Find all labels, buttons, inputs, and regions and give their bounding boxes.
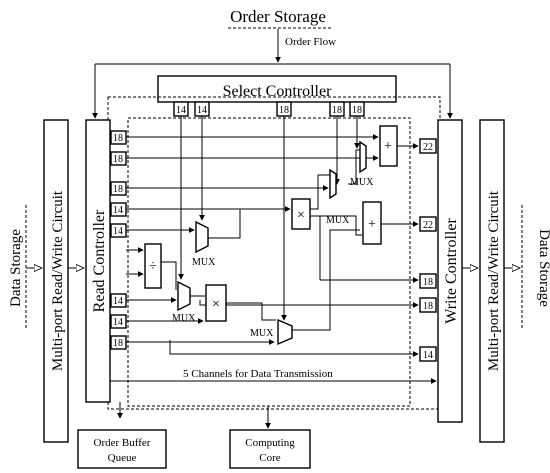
mux-label: MUX — [192, 257, 216, 268]
mux-2 — [329, 168, 337, 200]
left-port-label: 18 — [113, 338, 123, 349]
mux-4 — [177, 280, 191, 312]
order-storage-title: Order Storage — [230, 7, 326, 26]
data-storage-right-label: Data Storage — [536, 229, 550, 307]
mux-3 — [195, 220, 209, 254]
left-port-label: 14 — [113, 205, 123, 216]
left-port-label: 18 — [113, 154, 123, 165]
channels-label: 5 Channels for Data Transmission — [183, 368, 333, 380]
multiplier-bottom — [205, 284, 227, 322]
top-port-label: 14 — [197, 105, 207, 116]
top-port-label: 18 — [279, 105, 289, 116]
left-port-label: 18 — [113, 184, 123, 195]
write-controller-label: Write Controller — [443, 218, 460, 324]
right-port-label: 14 — [423, 350, 433, 361]
top-port-label: 18 — [332, 105, 342, 116]
mux-label: MUX — [172, 313, 196, 324]
left-port-label: 18 — [113, 133, 123, 144]
right-port-label: 18 — [423, 277, 433, 288]
adder-top — [379, 125, 398, 167]
order-buffer-line2: Queue — [108, 452, 137, 464]
computing-core-line1: Computing — [245, 437, 295, 449]
multiplier-top-label: × — [297, 208, 305, 223]
datapath-wires — [110, 116, 437, 384]
read-controller-label: Read Controller — [91, 209, 108, 312]
multiport-right-label: Multi-port Read/Write Circuit — [486, 190, 502, 371]
write-controller-box — [437, 119, 463, 423]
left-ports: 18 18 18 14 14 14 14 18 — [110, 130, 127, 350]
select-controller-label: Select Controller — [223, 83, 333, 100]
right-port-label: 22 — [423, 142, 433, 153]
order-buffer-box — [77, 429, 167, 469]
top-port-label: 18 — [352, 105, 362, 116]
mux-label: MUX — [350, 177, 374, 188]
order-buffer-line1: Order Buffer — [94, 437, 151, 449]
mux-5 — [277, 318, 293, 346]
right-ports: 22 22 18 18 14 — [419, 138, 437, 362]
computing-core-line2: Core — [259, 452, 281, 464]
multiplier-bottom-label: × — [212, 297, 220, 312]
left-port-label: 14 — [113, 317, 123, 328]
adder-mid — [362, 201, 382, 245]
select-controller-box — [157, 75, 397, 103]
divider-unit — [144, 243, 162, 289]
mux-label: MUX — [250, 328, 274, 339]
functional-units: + + × × ÷ — [144, 125, 398, 322]
left-port-label: 14 — [113, 226, 123, 237]
computing-core-box — [229, 429, 311, 469]
multiport-left-box — [43, 119, 69, 443]
mux-1 — [359, 140, 367, 174]
multiport-left-label: Multi-port Read/Write Circuit — [50, 190, 66, 371]
right-port-label: 18 — [423, 301, 433, 312]
order-flow-label: Order Flow — [285, 36, 336, 48]
multiplier-top — [291, 198, 311, 230]
left-port-label: 14 — [113, 296, 123, 307]
top-ports: 14 14 18 18 18 — [173, 101, 365, 117]
data-storage-left-label: Data Storage — [8, 229, 24, 307]
divider-unit-label: ÷ — [149, 259, 157, 274]
top-port-label: 14 — [176, 105, 186, 116]
mux-label: MUX — [326, 215, 350, 226]
mux-units: MUX MUX MUX MUX MUX — [172, 140, 374, 346]
computing-core-region — [127, 117, 411, 407]
adder-top-label: + — [384, 139, 392, 154]
read-controller-box — [85, 119, 111, 403]
adder-mid-label: + — [368, 217, 376, 232]
multiport-right-box — [479, 119, 505, 443]
right-port-label: 22 — [423, 220, 433, 231]
